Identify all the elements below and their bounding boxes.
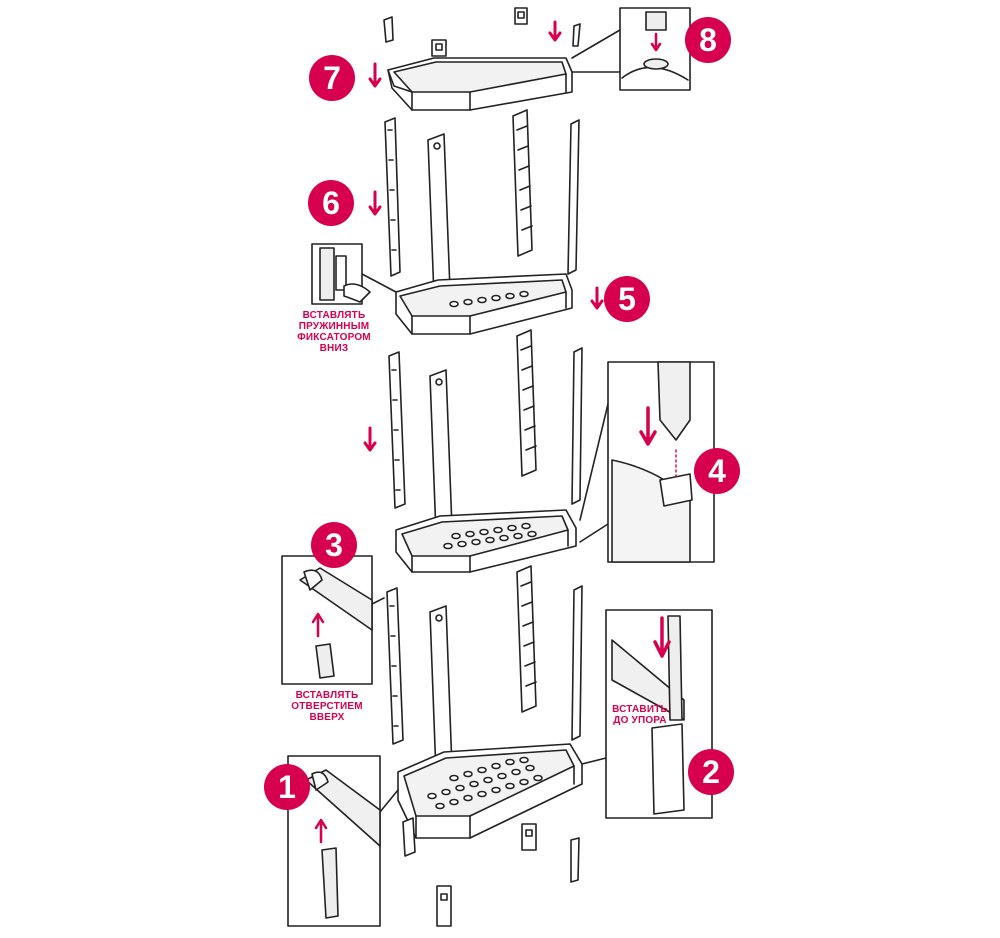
bottom-tray — [397, 743, 583, 839]
bottom-feet — [402, 817, 580, 927]
step-badge-7: 7 — [309, 55, 355, 101]
note-line: ВСТАВЛЯТЬ — [302, 310, 366, 321]
top-caps — [383, 7, 581, 57]
note-line: ВСТАВИТЬ — [612, 704, 668, 715]
tray-3 — [395, 509, 577, 573]
step-badge-5: 5 — [604, 276, 650, 322]
note-hole-up: ВСТАВЛЯТЬ ОТВЕРСТИЕМ ВВЕРХ — [282, 690, 372, 723]
note-line: ПРУЖИННЫМ — [298, 321, 370, 332]
top-tray — [387, 57, 573, 111]
note-spring-latch: ВСТАВЛЯТЬ ПРУЖИННЫМ ФИКСАТОРОМ ВНИЗ — [294, 310, 374, 354]
tray-2 — [395, 273, 573, 335]
inset-8 — [571, 7, 691, 91]
note-line: ДО УПОРА — [613, 715, 667, 726]
step-badge-3: 3 — [311, 522, 357, 568]
inset-6 — [311, 243, 397, 305]
note-line: ФИКСАТОРОМ — [297, 332, 371, 343]
note-line: ВСТАВЛЯТЬ — [295, 690, 359, 701]
note-line: ВНИЗ — [319, 343, 349, 354]
lower-posts — [386, 565, 583, 775]
step-badge-1: 1 — [264, 764, 310, 810]
direction-arrows — [363, 20, 604, 452]
note-line: ВВЕРХ — [309, 712, 345, 723]
inset-4 — [579, 361, 715, 563]
note-to-stop: ВСТАВИТЬ ДО УПОРА — [610, 704, 670, 726]
inset-3 — [281, 555, 385, 685]
step-badge-8: 8 — [685, 17, 731, 63]
step-badge-6: 6 — [308, 180, 354, 226]
upper-posts — [384, 109, 580, 297]
note-line: ОТВЕРСТИЕМ — [291, 701, 363, 712]
step-badge-4: 4 — [694, 448, 740, 494]
step-badge-2: 2 — [688, 749, 734, 795]
middle-posts — [388, 329, 583, 535]
